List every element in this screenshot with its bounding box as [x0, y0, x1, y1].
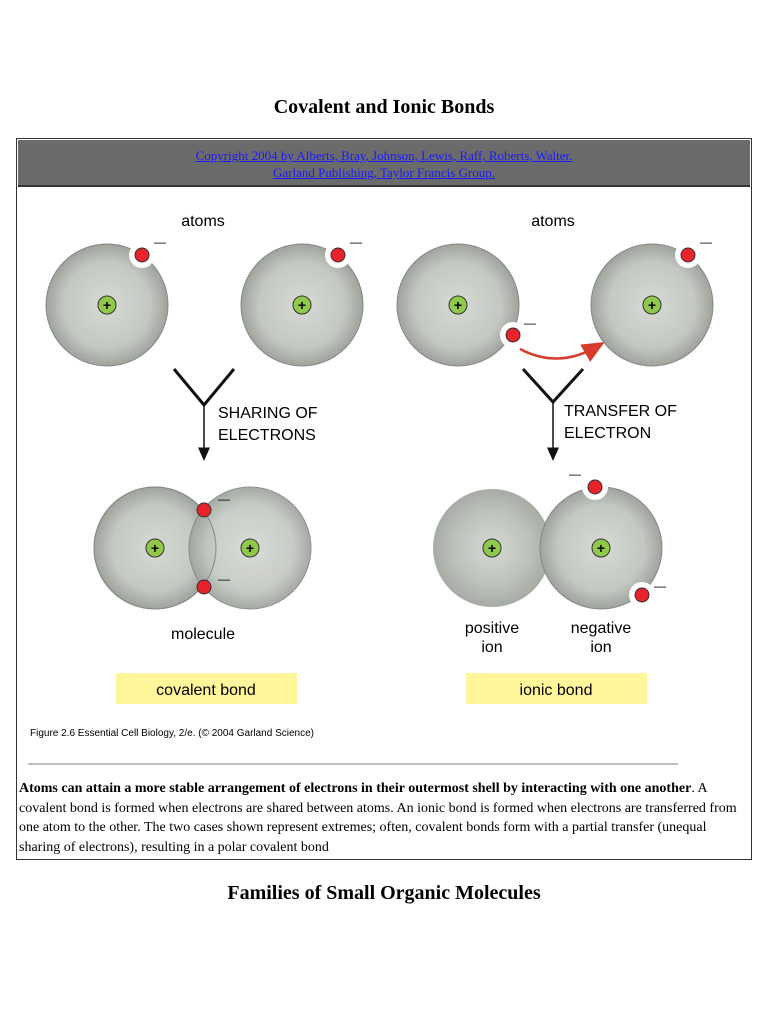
- electron-transfer-arrow: [520, 347, 596, 359]
- figure-caption: Atoms can attain a more stable arrangeme…: [18, 779, 751, 857]
- minus-icon: —: [154, 235, 166, 249]
- positive-ion-label-line1: positive: [465, 620, 519, 637]
- copyright-link-authors[interactable]: Copyright 2004 by Alberts, Bray, Johnson…: [196, 148, 573, 163]
- electron: [635, 588, 649, 602]
- shared-electron-bottom: [197, 580, 211, 594]
- covalent-atom-right: + —: [241, 235, 363, 366]
- minus-icon: —: [350, 235, 362, 249]
- minus-icon: —: [654, 579, 666, 593]
- minus-icon: —: [700, 235, 712, 249]
- plus-icon: +: [488, 540, 496, 556]
- copyright-banner: Copyright 2004 by Alberts, Bray, Johnson…: [18, 140, 750, 187]
- sharing-label-line1: SHARING OF: [218, 405, 318, 422]
- positive-ion-label-line2: ion: [481, 639, 502, 656]
- covalent-bond-label: covalent bond: [156, 682, 256, 699]
- plus-icon: +: [298, 297, 306, 313]
- ionic-atom-right: + —: [591, 235, 713, 366]
- minus-icon: —: [569, 467, 581, 481]
- bond-diagram: atoms atoms + — + — + —: [18, 189, 750, 769]
- plus-icon: +: [151, 540, 159, 556]
- shared-electron-top: [197, 503, 211, 517]
- figure-frame: Copyright 2004 by Alberts, Bray, Johnson…: [16, 138, 752, 860]
- ionic-pair: + + — —: [433, 467, 666, 609]
- plus-icon: +: [597, 540, 605, 556]
- electron: [135, 248, 149, 262]
- ionic-atom-left: + —: [397, 244, 536, 366]
- electron: [506, 328, 520, 342]
- minus-icon: —: [218, 492, 230, 506]
- right-atoms-label: atoms: [531, 213, 575, 230]
- next-section-title: Families of Small Organic Molecules: [0, 882, 768, 905]
- ionic-bond-label: ionic bond: [520, 682, 593, 699]
- page-title: Covalent and Ionic Bonds: [0, 96, 768, 119]
- electron: [331, 248, 345, 262]
- plus-icon: +: [246, 540, 254, 556]
- figure-credit: Figure 2.6 Essential Cell Biology, 2/e. …: [30, 728, 314, 739]
- transfer-label-line1: TRANSFER OF: [564, 403, 677, 420]
- electron: [588, 480, 602, 494]
- sharing-label-line2: ELECTRONS: [218, 427, 316, 444]
- transfer-label-line2: ELECTRON: [564, 425, 651, 442]
- covalent-molecule: + + — —: [94, 487, 311, 609]
- plus-icon: +: [648, 297, 656, 313]
- plus-icon: +: [103, 297, 111, 313]
- plus-icon: +: [454, 297, 462, 313]
- negative-ion-label-line2: ion: [590, 639, 611, 656]
- molecule-label: molecule: [171, 626, 235, 643]
- covalent-atom-left: + —: [46, 235, 168, 366]
- caption-bold-lead: Atoms can attain a more stable arrangeme…: [19, 781, 691, 796]
- copyright-link-publisher[interactable]: Garland Publishing, Taylor Francis Group…: [273, 165, 495, 180]
- minus-icon: —: [218, 572, 230, 586]
- left-atoms-label: atoms: [181, 213, 225, 230]
- electron: [681, 248, 695, 262]
- minus-icon: —: [524, 316, 536, 330]
- negative-ion-label-line1: negative: [571, 620, 632, 637]
